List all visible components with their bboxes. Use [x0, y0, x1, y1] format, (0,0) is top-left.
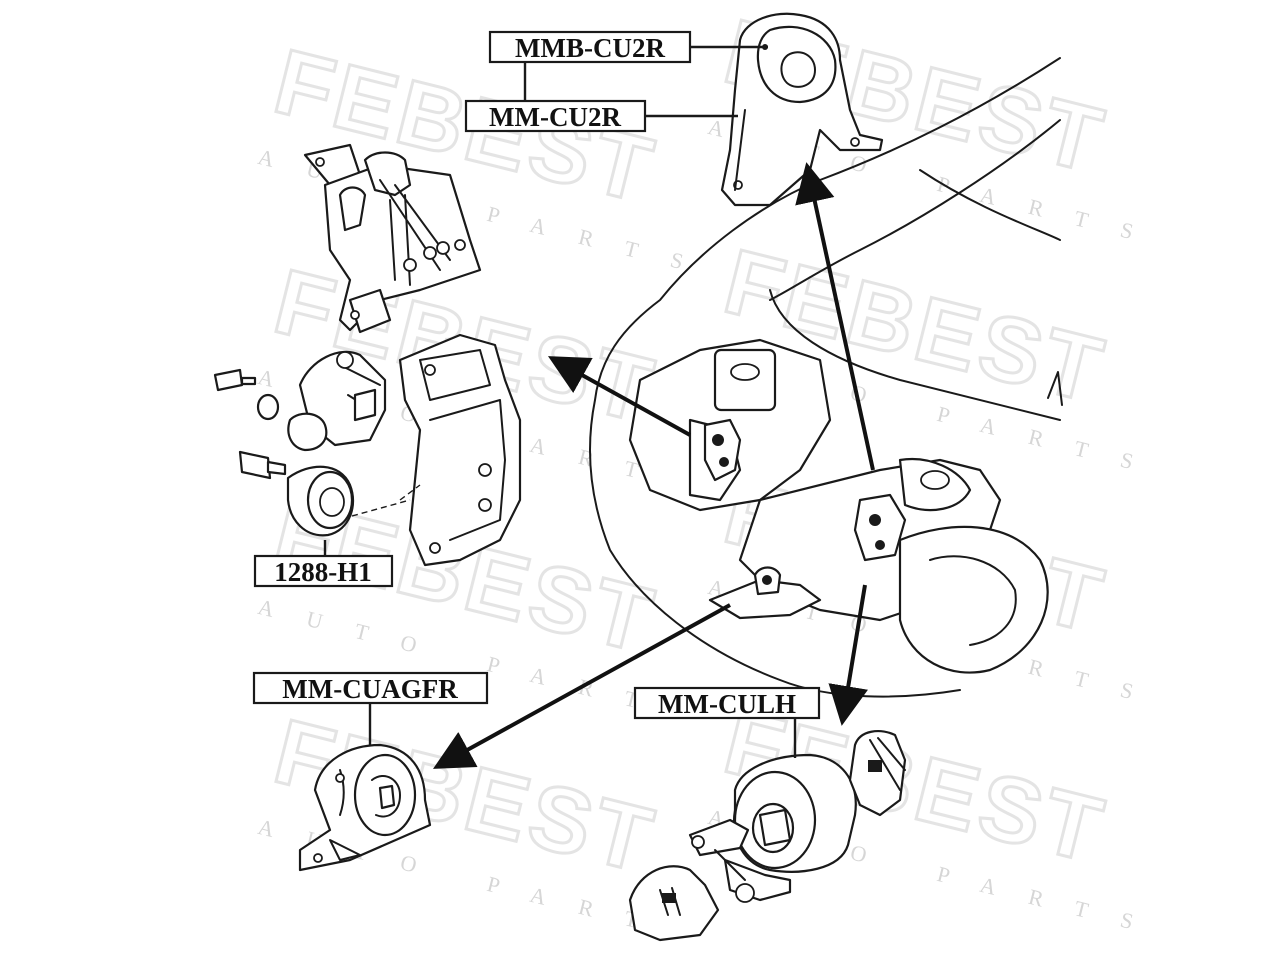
part-right-mount-bracket: [303, 143, 482, 334]
label-leaders: [323, 45, 797, 758]
part-mm-culh: [628, 730, 907, 942]
arrow-to-mm-cu2r: [795, 162, 875, 471]
arrow-to-mm-culh: [828, 584, 868, 726]
part-torque-rod-bracket: [213, 333, 522, 567]
label-mm-cu2r: MM-CU2R: [464, 99, 647, 133]
label-mmb-cu2r-text: MMB-CU2R: [515, 33, 665, 63]
label-mm-cu2r-text: MM-CU2R: [489, 102, 621, 132]
pointer-arrows: [432, 162, 875, 769]
label-mm-culh-text: MM-CULH: [658, 689, 796, 719]
part-mm-cuagfr: [298, 743, 432, 872]
label-mm-cuagfr: MM-CUAGFR: [252, 671, 489, 705]
label-mm-cuagfr-text: MM-CUAGFR: [282, 674, 458, 704]
label-1288-h1: 1288-H1: [253, 554, 394, 588]
label-mm-culh: MM-CULH: [633, 686, 821, 720]
arrow-to-mm-cuagfr: [432, 603, 731, 769]
vehicle-body-outline: [589, 57, 1063, 698]
part-mm-cu2r: [720, 12, 884, 207]
label-mmb-cu2r: MMB-CU2R: [488, 30, 692, 64]
arrow-to-bracket: [548, 356, 691, 437]
subframe-assembly: [628, 338, 1049, 674]
label-1288-h1-text: 1288-H1: [274, 557, 372, 587]
